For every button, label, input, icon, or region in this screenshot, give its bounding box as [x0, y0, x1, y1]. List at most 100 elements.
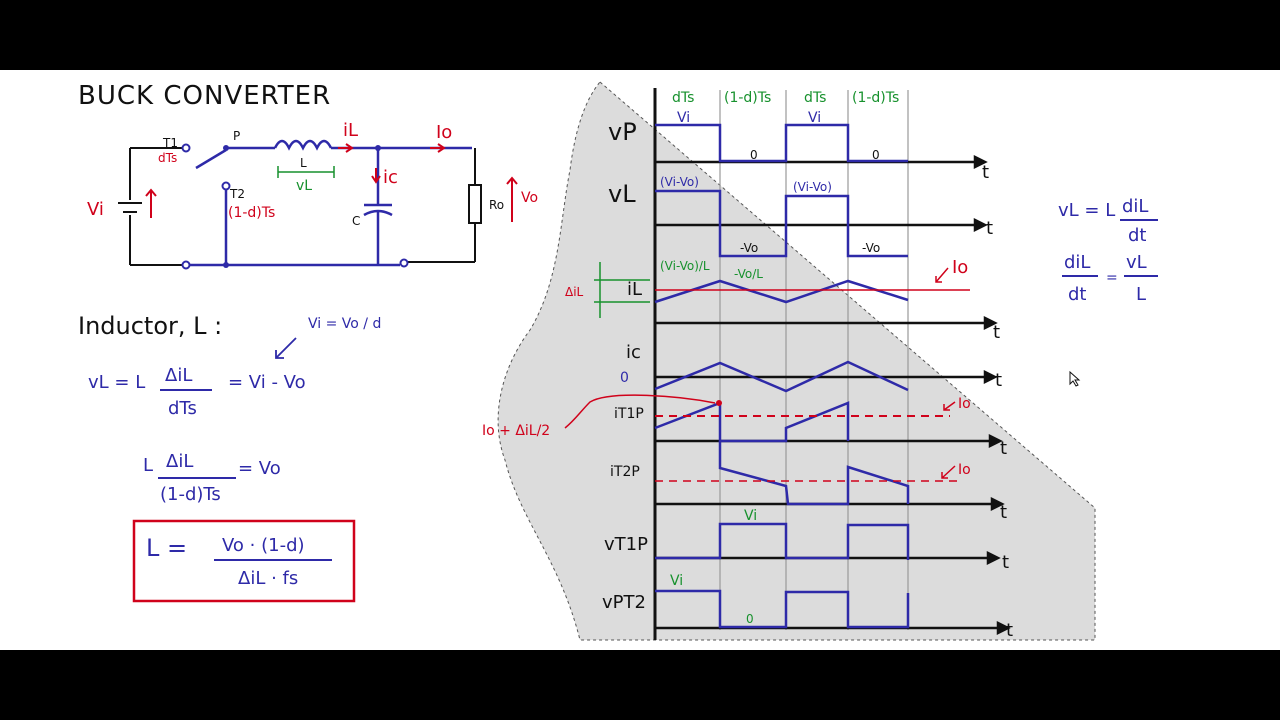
t-axis-it1p: t: [1000, 438, 1007, 459]
vp-low-label-2: 0: [872, 148, 880, 162]
peak-point: [716, 400, 722, 406]
label-vl: vL: [608, 180, 636, 208]
ic-trace: [654, 360, 909, 393]
vt1p-level-label: Vi: [744, 508, 757, 524]
it2p-io-arrow: [941, 465, 956, 479]
vpt2-low-label: 0: [746, 612, 754, 626]
t2-terminal: [221, 181, 231, 191]
vt1p-trace: [655, 522, 910, 560]
it2p-io-label: Io: [958, 462, 971, 478]
box-den: ΔiL · fs: [238, 568, 298, 589]
ic-zero-label: 0: [620, 370, 629, 386]
eq2-den: (1-d)Ts: [160, 484, 221, 505]
eq2-num: ΔiL: [166, 451, 193, 472]
io-level-label: Io: [952, 257, 968, 278]
label-it1p: iT1P: [614, 406, 644, 422]
box-lhs: L =: [146, 534, 187, 562]
right-eq1-lhs: vL = L: [1058, 200, 1115, 221]
delta-il-label: ΔiL: [565, 285, 584, 299]
output-terminal: [399, 258, 409, 268]
it1p-io-arrow: [943, 401, 956, 411]
il-label: iL: [343, 120, 358, 141]
t1-duty-label: dTs: [158, 151, 177, 165]
interval-4: (1-d)Ts: [852, 90, 899, 106]
shaded-region: [497, 81, 1096, 641]
result-box: [132, 519, 356, 603]
vi-label: Vi: [87, 199, 104, 220]
interval-2: (1-d)Ts: [724, 90, 771, 106]
box-num: Vo · (1-d): [222, 535, 305, 556]
it2p-trace: [718, 441, 910, 506]
vpt2-trace: [655, 589, 910, 629]
vpt2-high-label: Vi: [670, 573, 683, 589]
vi-arrow: [145, 188, 157, 218]
vp-high-label-2: Vi: [808, 110, 821, 126]
il-arrow: [338, 143, 354, 153]
t-axis-vpt2: t: [1006, 620, 1013, 641]
label-il: iL: [627, 279, 642, 300]
t-axis-vl: t: [986, 218, 993, 239]
inductor-heading: Inductor, L :: [78, 312, 222, 340]
t1-label: T1: [162, 136, 178, 150]
il-down-slope: -Vo/L: [734, 267, 763, 281]
label-vpt2: vPT2: [602, 592, 646, 613]
t-axis-vt1p: t: [1002, 552, 1009, 573]
cap-label: C: [352, 214, 360, 228]
io-arrow: [430, 143, 446, 153]
cap-node: [375, 145, 381, 151]
it1p-io-label: Io: [958, 396, 971, 412]
peak-label: Io + ΔiL/2: [482, 423, 550, 439]
page-title: BUCK CONVERTER: [78, 81, 331, 111]
t1-terminal: [181, 143, 191, 153]
vl-high-label-2: (Vi-Vo): [793, 180, 832, 194]
vp-low-label: 0: [750, 148, 758, 162]
whiteboard-drawing: BUCK CONVERTER T1 dTs P T2 (1-d)Ts L: [78, 81, 1158, 641]
t2-duty-label: (1-d)Ts: [228, 205, 275, 221]
t2-label: T2: [229, 187, 245, 201]
interval-1: dTs: [672, 90, 694, 106]
vl-marker: [277, 166, 335, 178]
interval-3: dTs: [804, 90, 826, 106]
circuit-blue-path: [188, 139, 472, 267]
peak-pointer: [564, 394, 716, 429]
eq2-lhs: L: [143, 455, 153, 476]
inductor-label: L: [300, 156, 307, 170]
p-node: [223, 145, 229, 151]
right-eq2-equals: =: [1106, 270, 1118, 286]
vl-trace: [655, 189, 908, 258]
right-eq2-rden: L: [1136, 284, 1146, 305]
label-ic: ic: [626, 342, 641, 363]
io-level-arrow: [935, 267, 949, 283]
label-it2p: iT2P: [610, 464, 640, 480]
vo-label: Vo: [521, 190, 538, 206]
right-eq2-den: dt: [1068, 284, 1086, 305]
ic-label: ic: [383, 167, 398, 188]
eq1-lhs: vL = L: [88, 372, 145, 393]
right-eq2-rnum: vL: [1126, 252, 1147, 273]
eq1-den: dTs: [168, 398, 197, 419]
ic-arrow: [371, 168, 381, 184]
vp-trace: [655, 123, 908, 163]
t-axis-ic: t: [995, 370, 1002, 391]
right-eq2-num: diL: [1064, 252, 1090, 273]
ground-node: [223, 262, 229, 268]
waveform-traces: [654, 123, 910, 629]
delta-il-marker: [594, 262, 650, 318]
t-axis-vp: t: [982, 162, 989, 183]
eq2-rhs: = Vo: [238, 458, 281, 479]
t-axis-it2p: t: [1000, 502, 1007, 523]
il-up-slope: (Vi-Vo)/L: [660, 259, 710, 273]
p-label: P: [233, 129, 240, 143]
mouse-cursor-icon: [1069, 370, 1081, 387]
eq1-num: ΔiL: [165, 365, 192, 386]
il-trace: [654, 279, 909, 304]
ro-label: Ro: [489, 198, 504, 212]
label-vp: vP: [608, 118, 637, 146]
vl-label: vL: [296, 178, 312, 194]
t-axis-il: t: [993, 322, 1000, 343]
io-label: Io: [436, 122, 452, 143]
vp-high-label: Vi: [677, 110, 690, 126]
vo-arrow: [506, 176, 518, 222]
buck-circuit: [118, 147, 482, 266]
